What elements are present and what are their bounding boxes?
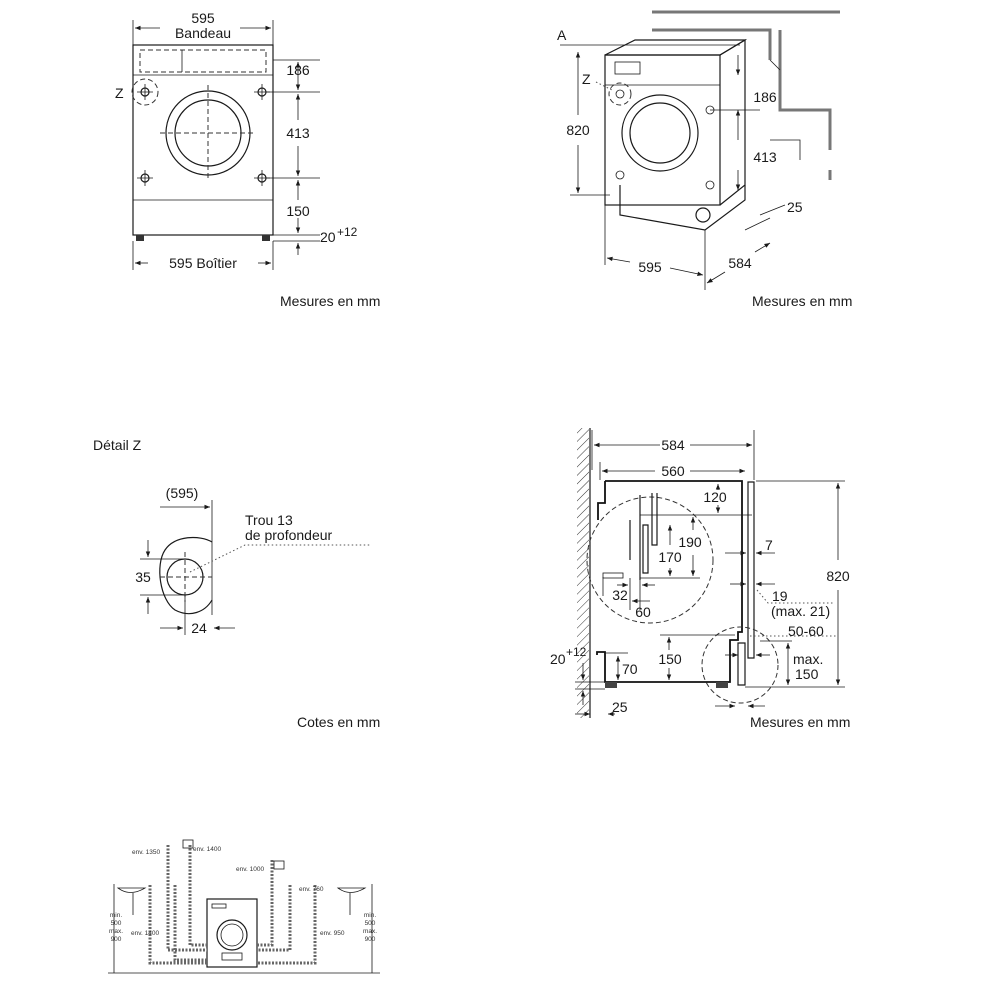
wall-hatching xyxy=(577,428,589,718)
left-max-label: max. xyxy=(109,928,123,935)
left-900: 900 xyxy=(111,936,122,943)
front-dim-186: 186 xyxy=(286,62,310,78)
front-width-bottom: 595 Boîtier xyxy=(169,255,237,271)
detail-circle-upper xyxy=(586,496,714,624)
front-z-marker: Z xyxy=(115,85,124,101)
side-dim-25: 25 xyxy=(612,699,628,715)
front-dim-150: 150 xyxy=(286,203,310,219)
left-500: 500 xyxy=(111,920,122,927)
side-dim-170: 170 xyxy=(658,549,682,565)
side-units-note: Mesures en mm xyxy=(750,714,850,730)
side-dim-7: 7 xyxy=(765,537,773,553)
iso-dim-186: 186 xyxy=(753,89,777,105)
installation-diagram: env. 1350 env. 1400 env. 1000 env. 760 e… xyxy=(108,839,380,974)
iso-dim-25: 25 xyxy=(787,199,803,215)
front-dim-20: 20 xyxy=(320,229,336,245)
iso-height-820: 820 xyxy=(566,122,590,138)
right-500: 500 xyxy=(365,920,376,927)
side-dim-20: 20 xyxy=(550,651,566,667)
label-env-950: env. 950 xyxy=(320,930,345,937)
side-dim-max-label: max. xyxy=(793,651,823,667)
detail-z-dim-595: (595) xyxy=(166,485,199,501)
iso-side-face xyxy=(719,38,746,206)
hole-label-line2: de profondeur xyxy=(245,527,333,543)
side-dim-560: 560 xyxy=(661,463,685,479)
front-width-top: 595 xyxy=(191,10,215,26)
left-min-label: min. xyxy=(110,912,122,919)
iso-label-a: A xyxy=(557,27,567,43)
detail-z-units-note: Cotes en mm xyxy=(297,714,380,730)
side-dim-32: 32 xyxy=(612,587,628,603)
iso-units-note: Mesures en mm xyxy=(752,293,852,309)
label-env-1400-top: env. 1400 xyxy=(193,846,221,853)
washer-icon xyxy=(206,898,258,968)
side-dim-820: 820 xyxy=(826,568,850,584)
detail-z-dim-24: 24 xyxy=(191,620,207,636)
side-dim-50-60: 50-60 xyxy=(788,623,824,639)
side-dim-max-150: 150 xyxy=(795,666,819,682)
hole-label-line1: Trou 13 xyxy=(245,512,293,528)
isometric-view-drawing: A Z 820 186 413 25 595 584 Mesures en mm xyxy=(557,10,852,309)
side-dim-70: 70 xyxy=(622,661,638,677)
label-env-760: env. 760 xyxy=(299,886,324,893)
side-section-drawing: 584 560 120 190 170 7 820 19 xyxy=(550,428,850,730)
front-units-note: Mesures en mm xyxy=(280,293,380,309)
detail-z-circle xyxy=(131,78,159,106)
front-dim-413: 413 xyxy=(286,125,310,141)
detail-z-drawing: Détail Z (595) Trou 13 de profondeur 35 … xyxy=(93,437,380,730)
side-dim-190: 190 xyxy=(678,534,702,550)
side-dim-584: 584 xyxy=(661,437,685,453)
right-max-label: max. xyxy=(363,928,377,935)
iso-depth-584: 584 xyxy=(728,255,752,271)
furniture-door-panel xyxy=(747,481,755,659)
front-dim-20-tolerance: +12 xyxy=(337,225,358,239)
bandeau-label: Bandeau xyxy=(175,25,231,41)
appliance-front-outline xyxy=(132,44,274,236)
iso-dim-413: 413 xyxy=(753,149,777,165)
front-view-drawing: 595 Bandeau Z 186 413 150 20 xyxy=(115,10,380,309)
side-dim-19: 19 xyxy=(772,588,788,604)
side-dim-max-21: (max. 21) xyxy=(771,603,830,619)
label-env-1000: env. 1000 xyxy=(236,866,264,873)
side-dim-60: 60 xyxy=(635,604,651,620)
appliance-side-outline xyxy=(596,480,743,683)
detail-circle-lower xyxy=(701,626,779,704)
label-env-1350: env. 1350 xyxy=(132,849,160,856)
right-900: 900 xyxy=(365,936,376,943)
right-min-label: min. xyxy=(364,912,376,919)
iso-z-marker: Z xyxy=(582,71,591,87)
iso-front-face xyxy=(604,54,721,206)
side-dim-20-tolerance: +12 xyxy=(566,645,587,659)
detail-z-panel-contour xyxy=(159,536,213,615)
side-dim-150: 150 xyxy=(658,651,682,667)
iso-width-595: 595 xyxy=(638,259,662,275)
label-env-1400-left: env. 1400 xyxy=(131,930,159,937)
detail-z-title: Détail Z xyxy=(93,437,142,453)
side-dim-120: 120 xyxy=(703,489,727,505)
detail-z-dim-35: 35 xyxy=(135,569,151,585)
